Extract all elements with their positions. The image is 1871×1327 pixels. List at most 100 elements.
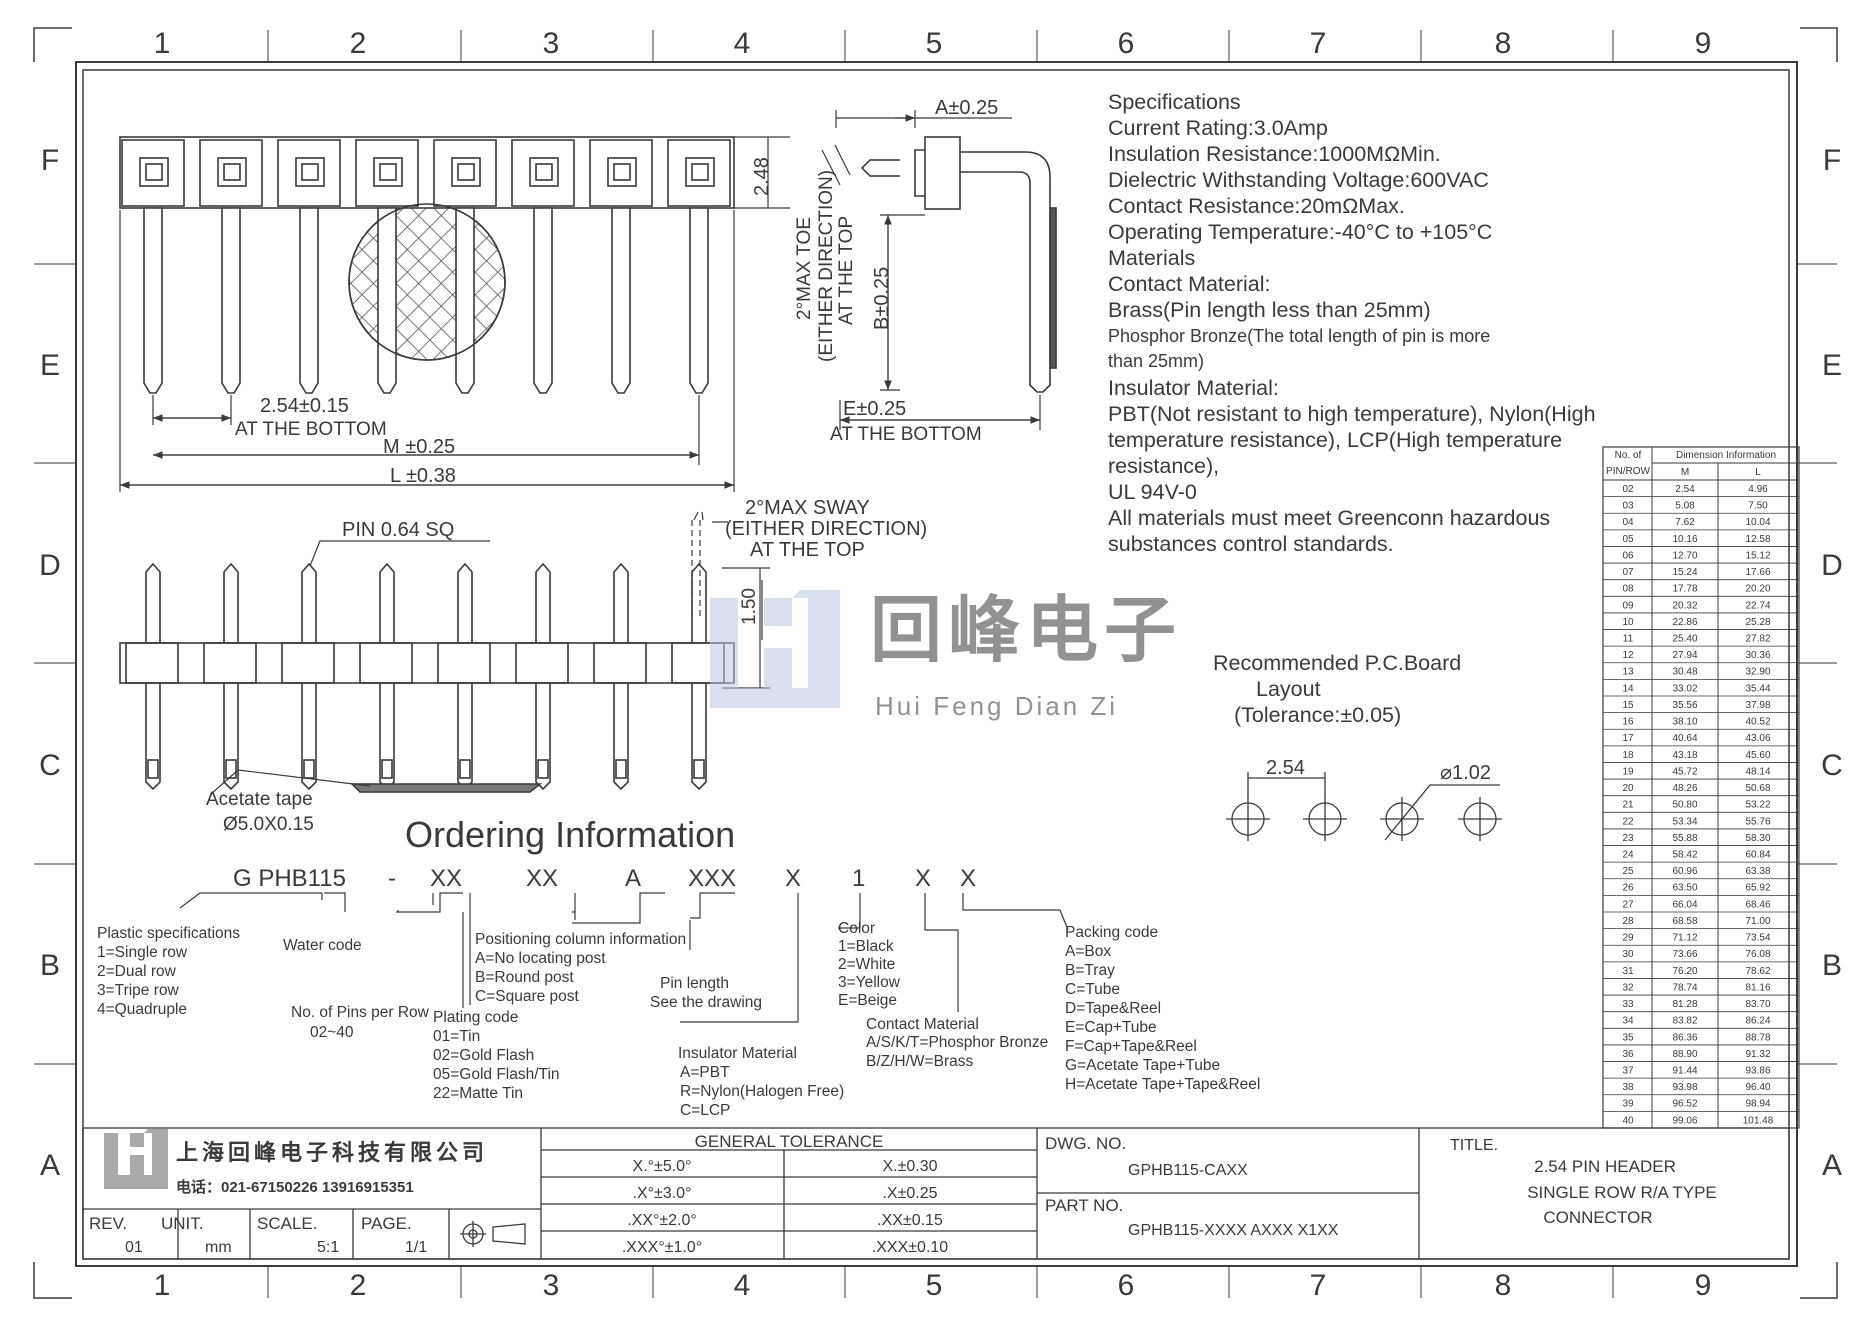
- tolerance-linear: .X±0.25: [882, 1185, 937, 1202]
- top-view: [119, 136, 790, 492]
- svg-text:Packing code: Packing code: [1065, 924, 1158, 941]
- acetate-tape: [350, 783, 543, 793]
- svg-text:2=White: 2=White: [838, 956, 895, 973]
- ordering-leaders: [179, 892, 1069, 1023]
- table-cell-pins: 27: [1622, 899, 1634, 910]
- top-dimensions: [119, 136, 790, 492]
- pitch-dimension: 2.54±0.15: [260, 395, 349, 417]
- dimension-table: No. of PIN/ROW Dimension Information M L…: [1602, 446, 1800, 1129]
- pin-body: [277, 139, 341, 394]
- table-cell-pins: 11: [1623, 634, 1634, 645]
- tolerance-linear: .XXX±0.10: [872, 1239, 948, 1256]
- tolerance-linear: X.±0.30: [882, 1158, 937, 1175]
- col-label: 4: [734, 1269, 751, 1302]
- tape-label-1: Acetate tape: [206, 789, 313, 810]
- ordering-code: G PHB115 - XX XX A XXX X 1 X X: [233, 865, 976, 892]
- insulator-material: Insulator Material A=PBT R=Nylon(Halogen…: [678, 1045, 844, 1119]
- pcb-title-2: Layout: [1256, 677, 1321, 701]
- pcb-title-3: (Tolerance:±0.05): [1234, 703, 1401, 727]
- table-cell-pins: 20: [1622, 783, 1634, 794]
- toe-note-1: 2°MAX TOE: [794, 217, 815, 320]
- table-cell-l: 12.58: [1745, 534, 1770, 545]
- svg-text:R=Nylon(Halogen Free): R=Nylon(Halogen Free): [680, 1083, 844, 1100]
- table-cell-m: 99.06: [1672, 1115, 1697, 1126]
- table-cell-pins: 10: [1622, 617, 1634, 628]
- table-cell-m: 2.54: [1675, 484, 1695, 495]
- table-cell-l: 50.68: [1745, 783, 1770, 794]
- svg-text:02~40: 02~40: [310, 1024, 354, 1041]
- tolerance-linear: .XX±0.15: [877, 1212, 943, 1229]
- spec-line: Contact Material:: [1108, 272, 1271, 296]
- water-code: Water code: [283, 937, 362, 954]
- spec-line: Dielectric Withstanding Voltage:600VAC: [1108, 168, 1489, 192]
- table-cell-m: 91.44: [1672, 1066, 1697, 1077]
- row-label: C: [39, 749, 61, 782]
- tolerance-angle: .XXX°±1.0°: [622, 1239, 702, 1256]
- row-label: F: [1823, 144, 1841, 177]
- svg-text:C=Square post: C=Square post: [475, 988, 580, 1005]
- front-pin: [515, 562, 569, 791]
- col-label: 9: [1695, 27, 1712, 60]
- table-cell-l: 7.50: [1748, 501, 1768, 512]
- table-cell-m: 96.52: [1672, 1099, 1697, 1110]
- svg-text:Color: Color: [838, 920, 875, 937]
- row-label: E: [40, 349, 60, 382]
- table-cell-m: 83.82: [1672, 1016, 1697, 1027]
- row-label: D: [1821, 549, 1843, 582]
- table-cell-l: 4.96: [1748, 484, 1768, 495]
- pin-size-label: PIN 0.64 SQ: [342, 519, 454, 541]
- spec-line: Insulator Material:: [1108, 376, 1279, 400]
- col-label: 9: [1695, 1269, 1712, 1302]
- row-label: C: [1821, 749, 1843, 782]
- col-label: 8: [1495, 1269, 1512, 1302]
- col-label: 4: [734, 27, 751, 60]
- tape-label-2: Ø5.0X0.15: [223, 814, 314, 835]
- positioning-info: Positioning column information A=No loca…: [475, 931, 686, 1005]
- table-cell-l: 20.20: [1745, 584, 1770, 595]
- pin-length: Pin length See the drawing: [650, 975, 762, 1011]
- code-part: XXX: [688, 865, 736, 892]
- pcb-title-1: Recommended P.C.Board: [1213, 651, 1461, 675]
- table-head-m: M: [1681, 467, 1689, 478]
- table-cell-pins: 32: [1622, 982, 1634, 993]
- pin-body: [589, 139, 653, 394]
- table-cell-pins: 36: [1622, 1049, 1634, 1060]
- table-cell-m: 81.28: [1672, 999, 1697, 1010]
- table-cell-pins: 23: [1622, 833, 1634, 844]
- contact-material: Contact Material A/S/K/T=Phosphor Bronze…: [866, 1016, 1048, 1070]
- svg-text:Plastic specifications: Plastic specifications: [97, 925, 240, 942]
- table-cell-m: 25.40: [1672, 634, 1697, 645]
- table-cell-pins: 30: [1622, 949, 1634, 960]
- table-cell-pins: 02: [1622, 484, 1634, 495]
- table-cell-pins: 37: [1622, 1066, 1634, 1077]
- table-cell-l: 55.76: [1745, 816, 1770, 827]
- table-head-pins-2: PIN/ROW: [1606, 466, 1650, 477]
- table-cell-pins: 18: [1622, 750, 1634, 761]
- table-cell-l: 10.04: [1745, 517, 1770, 528]
- col-label: 7: [1310, 1269, 1327, 1302]
- table-cell-m: 50.80: [1672, 800, 1697, 811]
- top-pins: [121, 139, 731, 394]
- tolerance-angle: .X°±3.0°: [633, 1185, 692, 1202]
- svg-text:4=Quadruple: 4=Quadruple: [97, 1001, 187, 1018]
- pin-body: [199, 139, 263, 394]
- table-cell-l: 60.84: [1745, 850, 1770, 861]
- tolerance-title: GENERAL TOLERANCE: [695, 1132, 884, 1151]
- svg-text:Insulator Material: Insulator Material: [678, 1045, 797, 1062]
- tolerance-angle: .XX°±2.0°: [627, 1212, 697, 1229]
- table-cell-pins: 33: [1622, 999, 1634, 1010]
